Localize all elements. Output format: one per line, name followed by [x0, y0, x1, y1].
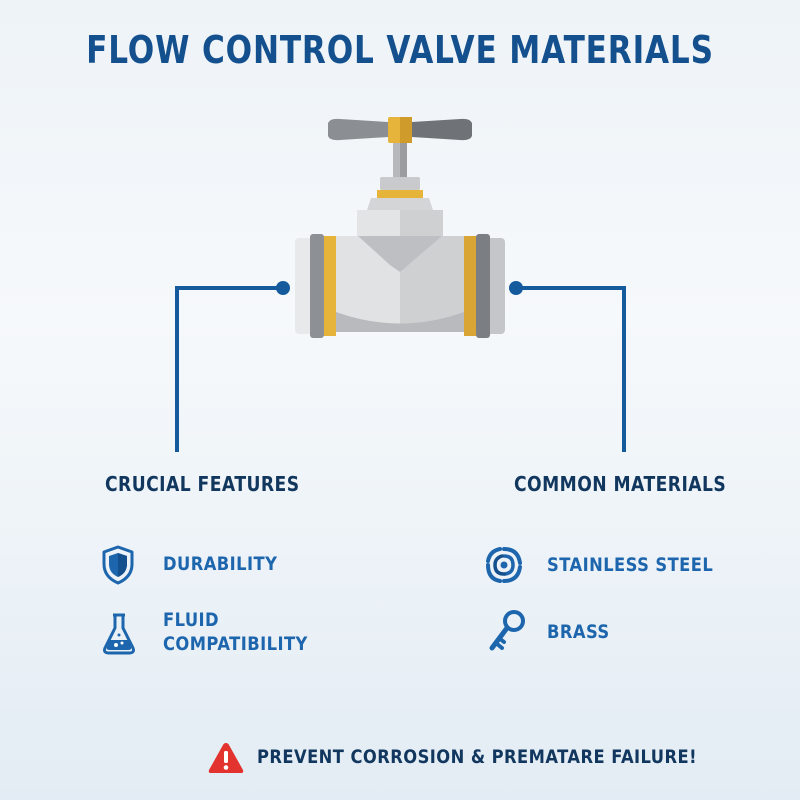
- warning-icon: [208, 743, 244, 773]
- crucial-features-heading: CRUCIAL FEATURES: [105, 472, 300, 496]
- shield-icon: [102, 545, 134, 585]
- swirl-icon: [486, 547, 522, 583]
- feature-item-durability: DURABILITY: [163, 553, 278, 575]
- key-icon: [489, 610, 525, 651]
- connector-right: [509, 281, 626, 452]
- common-materials-heading: COMMON MATERIALS: [514, 472, 727, 496]
- page-title: FLOW CONTROL VALVE MATERIALS: [86, 28, 714, 72]
- flask-icon: [103, 613, 135, 655]
- feature-item-fluid-compatibility: FLUID COMPATIBILITY: [163, 609, 308, 655]
- material-item-brass: BRASS: [547, 621, 610, 643]
- footer-warning-text: PREVENT CORROSION & PREMATARE FAILURE!: [257, 746, 697, 768]
- valve-icon: [295, 117, 505, 338]
- material-item-stainless-steel: STAINLESS STEEL: [547, 554, 714, 576]
- connector-left: [175, 281, 290, 452]
